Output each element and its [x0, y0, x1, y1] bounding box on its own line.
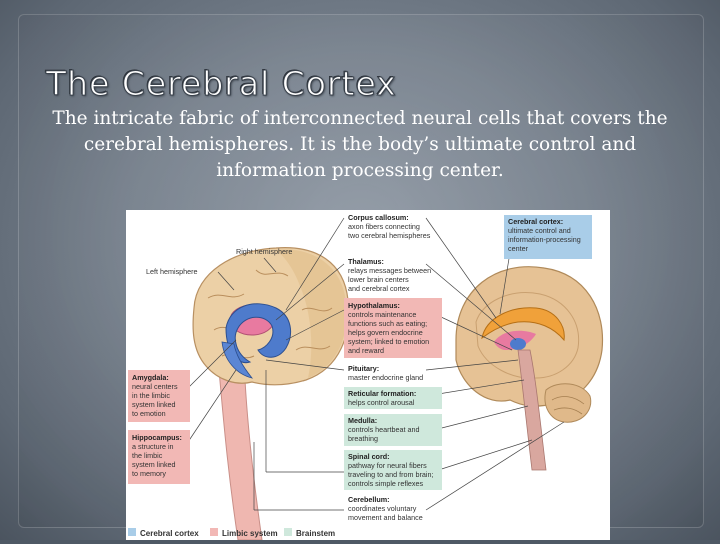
reticular-formation-box [344, 387, 442, 409]
hippocampus-title: Hippocampus: [132, 433, 182, 442]
spinal-cord-line-1: pathway for neural fibers [348, 461, 427, 470]
legend-swatch-limbic [210, 528, 218, 536]
right-brain-illustration [455, 266, 604, 471]
subtitle-line-3: information processing center. [216, 160, 504, 181]
reticular-formation-line-1: helps control arousal [348, 398, 415, 407]
legend-label-cortex: Cerebral cortex [140, 529, 199, 538]
cerebral-cortex-line-3: center [508, 244, 529, 253]
cerebellum-line-1: coordinates voluntary [348, 504, 417, 513]
hypothalamus-line-4: system; linked to emotion [348, 337, 429, 346]
label-right-hemisphere: Right hemisphere [236, 247, 292, 256]
slide-subtitle: The intricate fabric of interconnected n… [12, 106, 708, 184]
hypothalamus-line-1: controls maintenance [348, 310, 416, 319]
leader-lines [187, 217, 565, 511]
pituitary-title: Pituitary: [348, 364, 379, 373]
slide-title: The Cerebral Cortex [46, 64, 397, 104]
hypothalamus-line-2: functions such as eating; [348, 319, 427, 328]
amygdala-line-2: in the limbic [132, 391, 170, 400]
cerebral-cortex-title: Cerebral cortex: [508, 217, 563, 226]
hypothalamus-line-5: and reward [348, 346, 384, 355]
cerebral-cortex-line-2: information-processing [508, 235, 581, 244]
hippocampus-line-3: system linked [132, 460, 176, 469]
brain-figure: Left hemisphere Right hemisphere Amygdal… [126, 210, 610, 541]
subtitle-line-1: The intricate fabric of interconnected n… [52, 108, 668, 129]
amygdala-line-3: system linked [132, 400, 176, 409]
spinal-cord-line-2: traveling to and from brain; [348, 470, 434, 479]
cerebellum-line-2: movement and balance [348, 513, 423, 522]
figure-legend: Cerebral cortex Limbic system Brainstem [128, 528, 335, 538]
thalamus-title: Thalamus: [348, 257, 384, 266]
amygdala-line-4: to emotion [132, 409, 166, 418]
pituitary-line-1: master endocrine gland [348, 373, 423, 382]
legend-swatch-brainstem [284, 528, 292, 536]
reticular-formation-title: Reticular formation: [348, 389, 416, 398]
medulla-line-1: controls heartbeat and [348, 425, 420, 434]
medulla-line-2: breathing [348, 434, 378, 443]
hippocampus-line-2: the limbic [132, 451, 163, 460]
corpus-callosum-title: Corpus callosum: [348, 213, 409, 222]
thalamus-line-3: and cerebral cortex [348, 284, 410, 293]
amygdala-box [128, 370, 190, 422]
hypothalamus-box [344, 298, 442, 358]
cerebral-cortex-line-1: ultimate control and [508, 226, 571, 235]
hippocampus-line-1: a structure in [132, 442, 174, 451]
hypothalamus-line-3: helps govern endocrine [348, 328, 423, 337]
cerebral-cortex-box [504, 215, 592, 259]
cerebellum-title: Cerebellum: [348, 495, 390, 504]
spinal-cord-title: Spinal cord: [348, 452, 390, 461]
legend-swatch-cortex [128, 528, 136, 536]
medulla-title: Medulla: [348, 416, 377, 425]
corpus-callosum-line-2: two cerebral hemispheres [348, 231, 431, 240]
subtitle-line-2: cerebral hemispheres. It is the body’s u… [83, 134, 637, 155]
medulla-box [344, 414, 442, 446]
spinal-cord-box [344, 450, 442, 490]
corpus-callosum-line-1: axon fibers connecting [348, 222, 420, 231]
brain-diagram: Left hemisphere Right hemisphere Amygdal… [128, 213, 604, 541]
thalamus-line-1: relays messages between [348, 266, 431, 275]
thalamus-line-2: lower brain centers [348, 275, 409, 284]
hippocampus-line-4: to memory [132, 469, 166, 478]
amygdala-line-1: neural centers [132, 382, 178, 391]
amygdala-title: Amygdala: [132, 373, 169, 382]
legend-label-limbic: Limbic system [222, 529, 278, 538]
label-left-hemisphere: Left hemisphere [146, 267, 198, 276]
left-brain-illustration [192, 247, 350, 541]
legend-label-brainstem: Brainstem [296, 529, 335, 538]
hippocampus-box [128, 430, 190, 484]
spinal-cord-line-3: controls simple reflexes [348, 479, 424, 488]
hypothalamus-title: Hypothalamus: [348, 301, 400, 310]
